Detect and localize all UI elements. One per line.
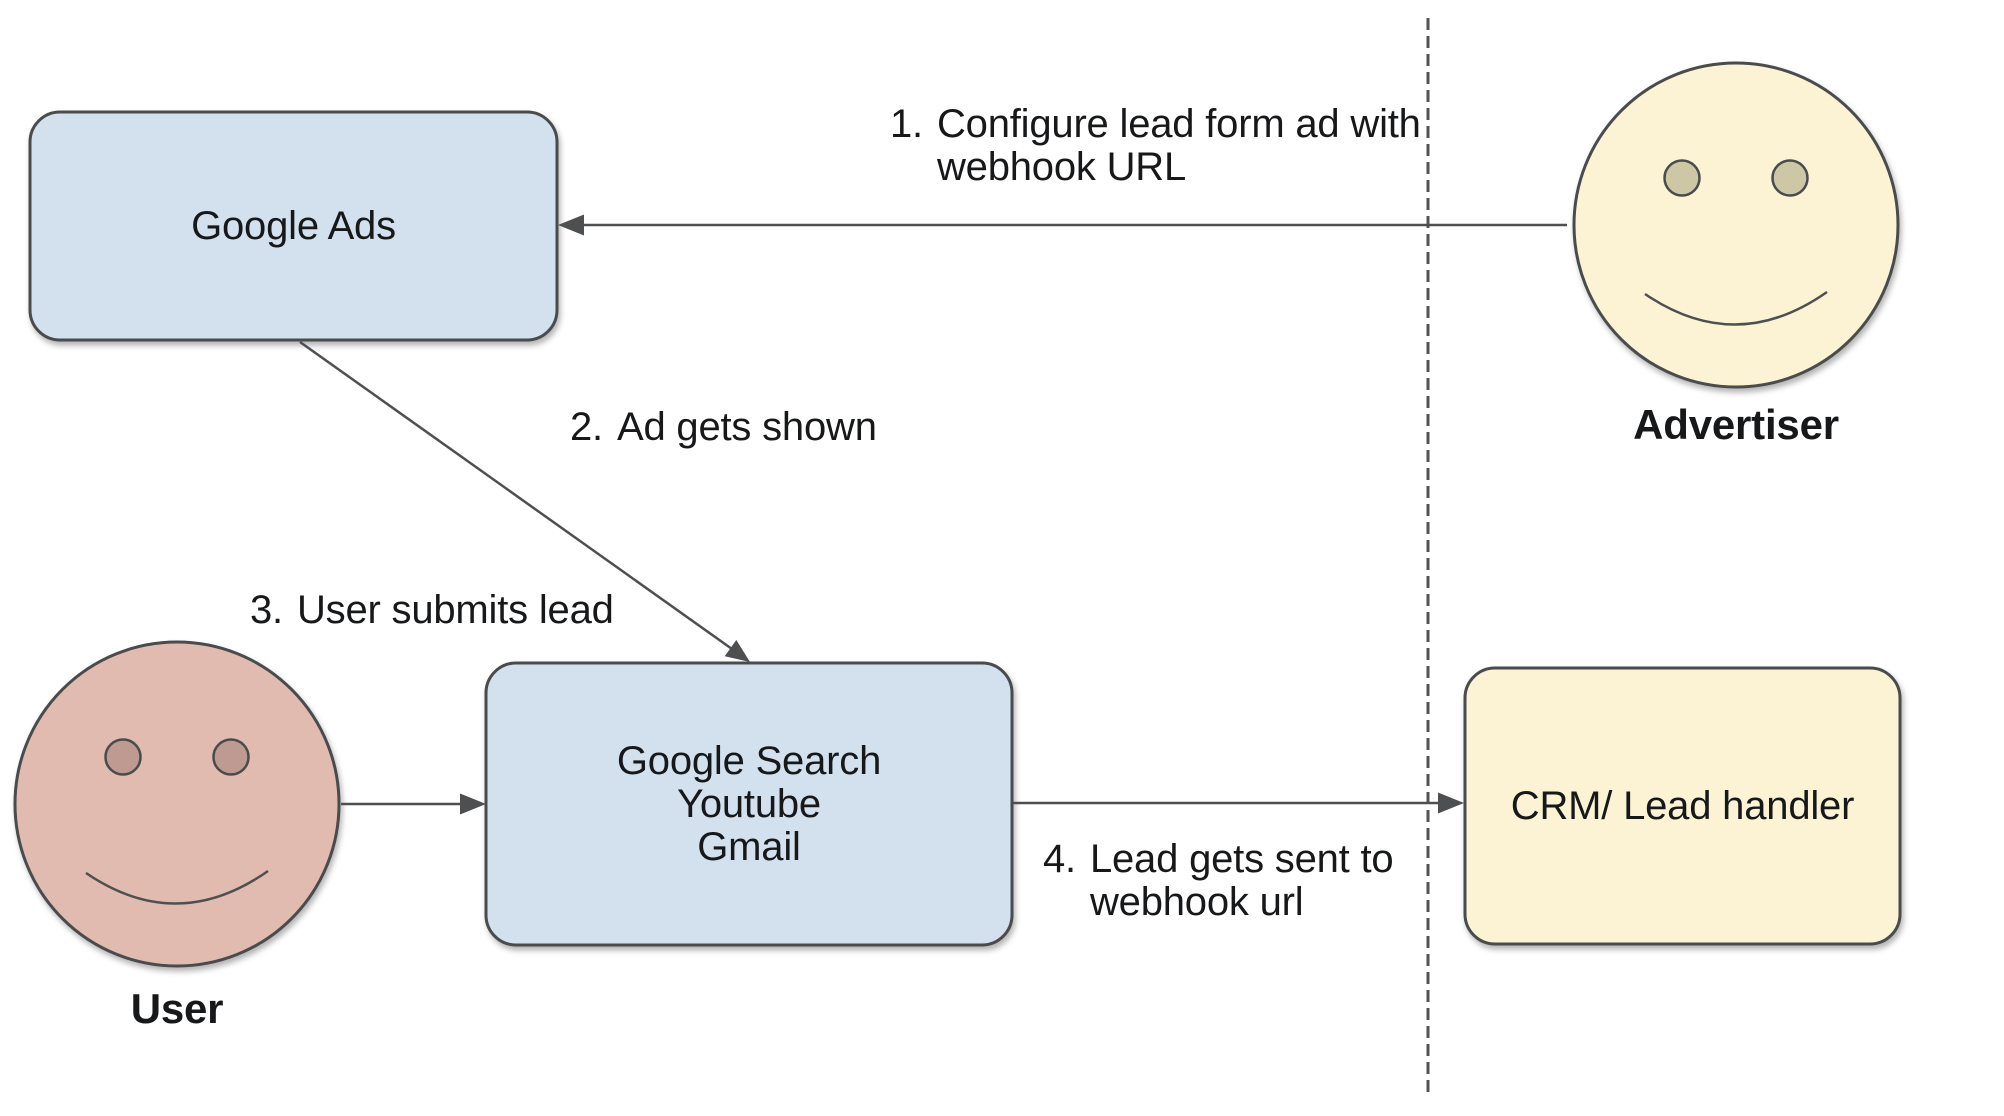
step-1-text: Configure lead form ad with webhook URL: [937, 103, 1421, 189]
step-1-line-2: webhook URL: [936, 145, 1187, 189]
advertiser-eye-right: [1771, 159, 1809, 197]
arrow-1-head: [558, 214, 584, 236]
step-2-number: 2.: [570, 405, 603, 449]
step-4-line-2: webhook url: [1089, 880, 1304, 924]
step-2-line-1: Ad gets shown: [616, 405, 877, 449]
arrow-3-head: [460, 793, 486, 815]
google-surfaces-line-2: Youtube: [677, 781, 821, 826]
step-1-line-1: Configure lead form ad with: [936, 102, 1421, 146]
google-surfaces-line-3: Gmail: [697, 824, 801, 869]
step-4-number: 4.: [1043, 837, 1076, 881]
arrow-4-head: [1438, 792, 1464, 814]
arrow-user-submits-lead: [341, 793, 486, 815]
user-eye-right: [212, 738, 250, 776]
user-face-icon: [13, 640, 341, 968]
step-2-text: Ad gets shown: [617, 406, 877, 449]
arrow-2-head: [724, 640, 750, 662]
arrow-2-line: [299, 340, 733, 651]
user-name: User: [130, 985, 224, 1032]
google-ads-label-text: Google Ads: [191, 203, 396, 248]
crm-label-text: CRM/ Lead handler: [1510, 783, 1855, 828]
advertiser-eye-left: [1663, 159, 1701, 197]
user-face-circle: [13, 640, 341, 968]
step-4-text: Lead gets sent to webhook url: [1090, 838, 1394, 924]
crm-box: [1463, 666, 1902, 946]
advertiser-name: Advertiser: [1633, 401, 1839, 448]
google-surfaces-label: Google Search Youtube Gmail: [486, 663, 1012, 945]
step-3-line-1: User submits lead: [296, 588, 614, 632]
step-3-label: 3. User submits lead: [250, 589, 614, 632]
google-ads-box: [28, 110, 559, 342]
crm-label: CRM/ Lead handler: [1465, 668, 1900, 944]
step-1-label: 1. Configure lead form ad with webhook U…: [890, 103, 1421, 189]
arrow-lead-sent-webhook: [1012, 792, 1464, 814]
step-4-label: 4. Lead gets sent to webhook url: [1043, 837, 1394, 924]
google-ads-label: Google Ads: [30, 112, 557, 340]
step-2-label: 2. Ad gets shown: [570, 406, 877, 449]
advertiser-smile: [1644, 290, 1828, 326]
step-4-line-1: Lead gets sent to: [1089, 837, 1394, 881]
step-3-text: User submits lead: [297, 589, 614, 632]
advertiser-face-circle: [1572, 61, 1900, 389]
advertiser-face-icon: [1572, 61, 1900, 389]
arrow-configure-lead-form: [558, 214, 1567, 236]
step-3-number: 3.: [250, 588, 283, 632]
step-1-number: 1.: [890, 102, 923, 146]
user-smile: [85, 869, 269, 905]
arrow-ad-gets-shown: [299, 340, 750, 662]
google-surfaces-line-1: Google Search: [616, 738, 882, 783]
user-eye-left: [104, 738, 142, 776]
